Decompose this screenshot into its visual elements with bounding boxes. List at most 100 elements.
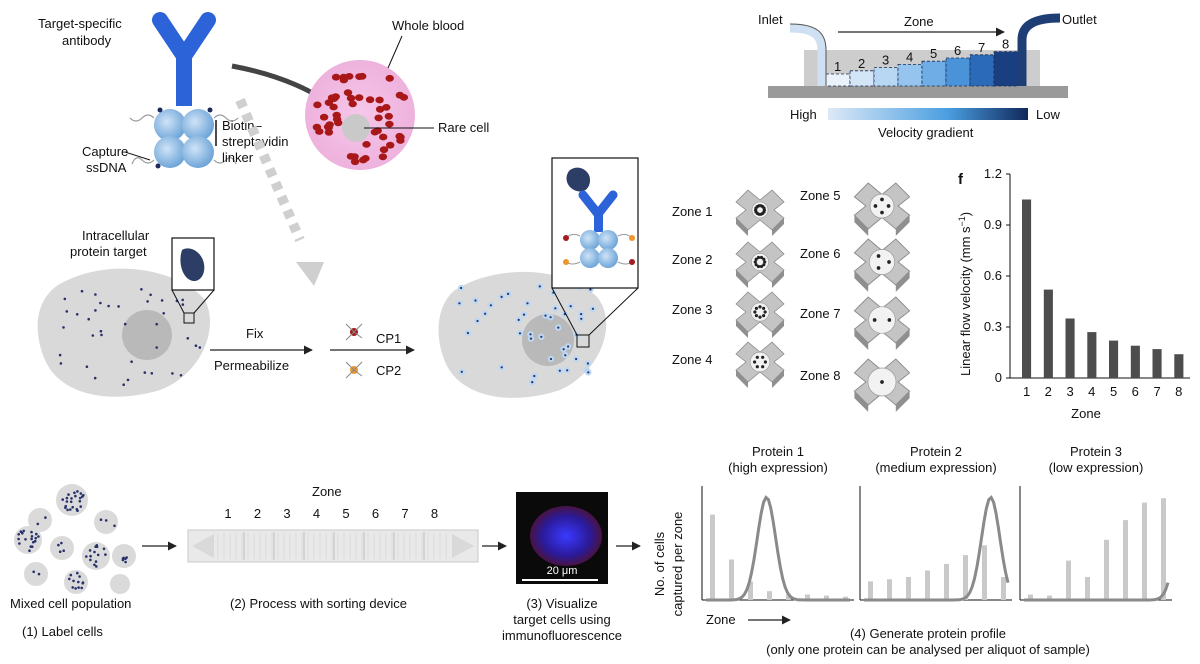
- red-blood-cell: [327, 94, 337, 102]
- protein-dot: [99, 329, 103, 333]
- labeled-dot-core: [476, 319, 479, 323]
- protein-dot: [107, 304, 110, 308]
- profile-bar: [925, 570, 930, 600]
- mixed-cell-dot: [81, 581, 85, 584]
- zone-direction-label: Zone: [904, 14, 934, 29]
- protein-dot: [150, 372, 154, 375]
- device-zone-number: 5: [342, 506, 349, 521]
- zone-post-dot: [759, 255, 764, 260]
- mixed-cell-dot: [113, 524, 116, 528]
- streptavidin-bead-icon: [182, 136, 214, 168]
- red-blood-cell: [312, 123, 322, 131]
- red-blood-cell: [350, 158, 360, 166]
- mixed-cell-dot: [30, 537, 33, 541]
- profile-bar: [1066, 560, 1071, 600]
- protein-dot: [80, 289, 84, 293]
- chart-bar: [1174, 354, 1184, 378]
- cp2-bound-icon: [629, 235, 635, 241]
- profile-bar: [1047, 595, 1052, 600]
- protein-profile-section: No. of cells captured per zone Zone (4) …: [652, 444, 1172, 657]
- labeled-dot-core: [562, 348, 565, 351]
- protein-dot: [155, 346, 158, 349]
- mixed-cell-dot: [69, 573, 73, 577]
- zone-post-dot: [886, 204, 891, 208]
- zone-post-dot: [754, 314, 758, 318]
- mixed-cell: [110, 574, 130, 594]
- dotted-transfer-arrow: [235, 98, 305, 242]
- mixed-cell-dot: [44, 516, 47, 519]
- zone-post-dot: [887, 318, 892, 322]
- profile-bar: [1142, 502, 1147, 600]
- mixed-cell-dot: [76, 571, 79, 575]
- zone-post-dot: [755, 355, 759, 359]
- whole-blood-pointer: [387, 35, 403, 69]
- protein-dot: [85, 365, 89, 369]
- protein-dot: [149, 293, 152, 297]
- chart-x-tick-label: 3: [1066, 384, 1073, 399]
- rare-cell-label: Rare cell: [438, 120, 489, 135]
- mixed-cell: [24, 562, 48, 586]
- zone-label: Zone 3: [672, 302, 712, 317]
- profile-y-label-1: No. of cells: [652, 531, 667, 596]
- protein-dot: [94, 309, 97, 312]
- zone-post-dot: [762, 257, 766, 261]
- streptavidin-bead-icon: [154, 136, 186, 168]
- mixed-cell-dot: [37, 535, 40, 538]
- protein-dot: [181, 298, 184, 302]
- zone-post-dot: [763, 260, 767, 264]
- protein-dot: [93, 376, 97, 380]
- bead-icon: [580, 248, 600, 268]
- red-blood-cell: [396, 137, 405, 144]
- probe-strands-icon: [565, 233, 633, 265]
- bound-protein-icon: [566, 167, 590, 192]
- mixed-cell-dot: [93, 550, 96, 554]
- linker-label-3: linker: [222, 150, 254, 165]
- mixed-cell: [14, 526, 42, 554]
- zone-step: [897, 64, 923, 87]
- mixed-population-label: Mixed cell population: [10, 596, 131, 611]
- protein-dot: [75, 313, 79, 316]
- labeled-dot-core: [533, 374, 536, 378]
- protein-dot: [62, 326, 65, 329]
- zone-post-dot: [753, 260, 757, 264]
- red-blood-cell: [332, 115, 342, 123]
- zone-post-dot: [762, 206, 766, 210]
- mixed-cell-dot: [65, 500, 69, 503]
- profile-bar: [805, 594, 810, 600]
- zone-step-number: 4: [906, 49, 913, 64]
- mixed-cell-dot: [95, 565, 98, 568]
- profile-bar: [1161, 498, 1166, 600]
- red-blood-cell: [346, 94, 356, 102]
- chart-x-tick-label: 8: [1175, 384, 1182, 399]
- profile-bar: [963, 555, 968, 600]
- zone-step: [873, 67, 899, 87]
- labeled-dot-core: [540, 335, 543, 338]
- zone-step-number: 3: [882, 53, 889, 68]
- bead-icon: [598, 248, 618, 268]
- device-zone-number: 7: [401, 506, 408, 521]
- zone-label: Zone 8: [800, 368, 840, 383]
- labeled-dot-core: [529, 337, 533, 340]
- chart-bar: [1087, 332, 1097, 378]
- bead-icon: [580, 230, 600, 250]
- labeled-dot-core: [569, 305, 572, 308]
- zone-label: Zone 1: [672, 204, 712, 219]
- red-blood-cell: [395, 91, 405, 99]
- device-zone-number: 6: [372, 506, 379, 521]
- ssdna-end-dot: [155, 163, 161, 169]
- zoom-line: [193, 289, 215, 314]
- zone-step-number: 7: [978, 40, 985, 55]
- device-outlet-taper: [452, 534, 474, 558]
- zone-opening: [749, 351, 771, 373]
- mixed-cell-dot: [125, 556, 128, 559]
- mixed-cell-dot: [77, 586, 80, 589]
- mixed-cell-dot: [64, 506, 67, 510]
- mixed-cell-dot: [104, 519, 108, 522]
- protein-dot: [162, 312, 165, 315]
- labeled-dot-core: [587, 371, 590, 374]
- protein-dot: [100, 333, 103, 337]
